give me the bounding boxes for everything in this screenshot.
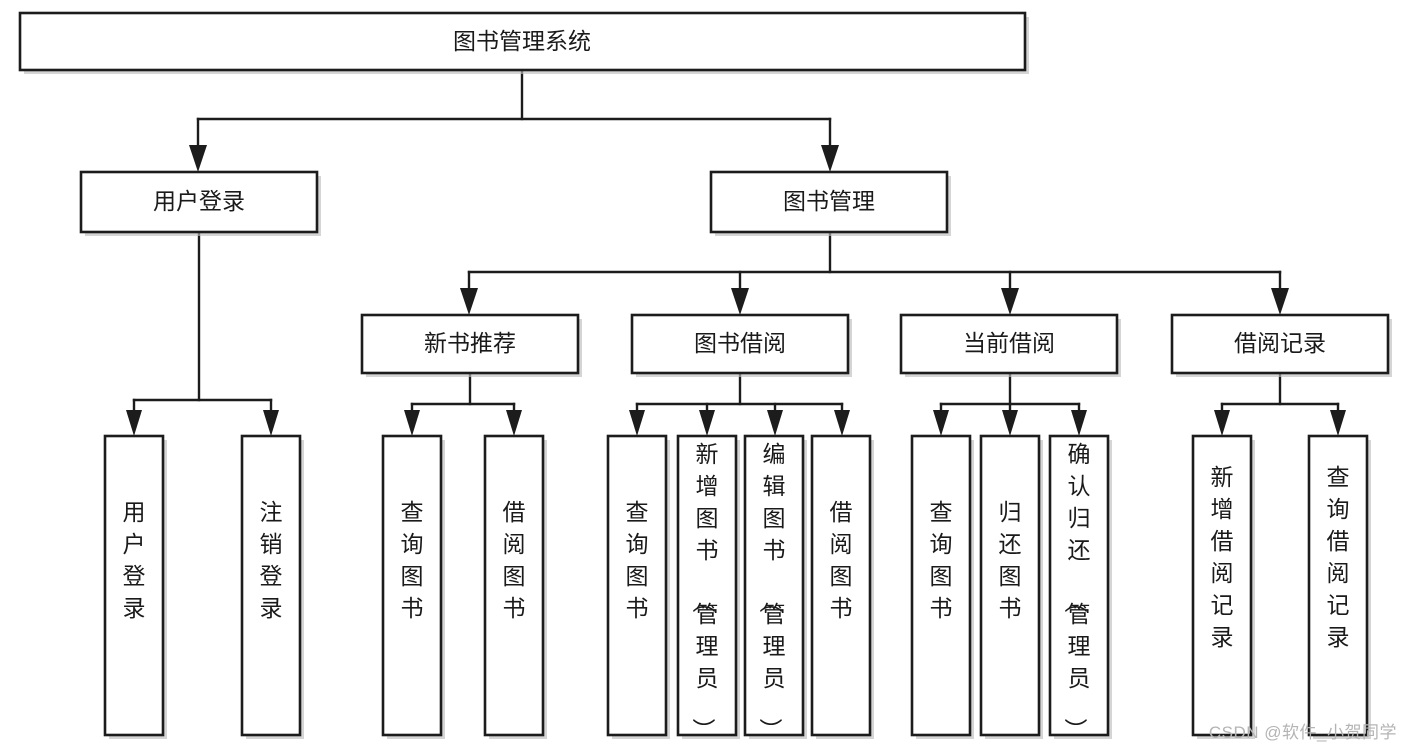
arrow-newbook-leaf-1 — [404, 410, 420, 436]
arrow-newbook-leaf-2 — [506, 410, 522, 436]
arrow-to-book-borrow — [731, 288, 749, 315]
arrow-to-new-book — [460, 288, 478, 315]
arrow-bookborrow-leaf-3 — [767, 410, 783, 436]
leaf-book-borrow-1[interactable]: 查询图书 — [606, 434, 670, 739]
leaf-box — [743, 434, 805, 737]
leaf-label: 借阅图书 — [830, 499, 853, 621]
leaf-box — [606, 434, 668, 737]
book-manage-box — [709, 170, 949, 234]
current-borrow-box — [899, 313, 1119, 375]
leaf-label: 新增图书（管理员） — [691, 441, 719, 741]
leaf-user-login-1[interactable]: 用户登录 — [103, 434, 167, 739]
arrow-borrowrecord-leaf-2 — [1330, 410, 1346, 436]
leaf-current-borrow-3[interactable]: 确认归还（管理员） — [1048, 434, 1112, 741]
new-book-box — [360, 313, 580, 375]
arrow-bookborrow-leaf-1 — [629, 410, 645, 436]
node-current-borrow[interactable]: 当前借阅 — [899, 313, 1121, 377]
leaf-book-borrow-3[interactable]: 编辑图书（管理员） — [743, 434, 807, 741]
leaf-label: 查询图书 — [930, 499, 953, 621]
arrow-currentborrow-leaf-3 — [1071, 410, 1087, 436]
arrow-root-to-book-manage — [821, 145, 839, 172]
book-manage-label: 图书管理 — [783, 188, 875, 214]
leaf-label: 确认归还（管理员） — [1063, 441, 1091, 741]
arrow-bookborrow-leaf-2 — [699, 410, 715, 436]
node-user-login[interactable]: 用户登录 — [79, 170, 321, 236]
leaf-current-borrow-2[interactable]: 归还图书 — [979, 434, 1043, 739]
current-borrow-label: 当前借阅 — [963, 330, 1055, 356]
leaf-box — [910, 434, 972, 737]
leaf-box — [810, 434, 872, 737]
leaf-box — [483, 434, 545, 737]
arrow-bookborrow-leaf-4 — [834, 410, 850, 436]
leaf-new-book-1[interactable]: 查询图书 — [381, 434, 445, 739]
leaf-new-book-2[interactable]: 借阅图书 — [483, 434, 547, 739]
borrow-record-label: 借阅记录 — [1234, 330, 1326, 356]
leaf-box — [103, 434, 165, 737]
leaf-box — [381, 434, 443, 737]
book-borrow-box — [630, 313, 850, 375]
leaf-label: 注销登录 — [260, 499, 283, 621]
leaf-user-login-2[interactable]: 注销登录 — [240, 434, 304, 739]
user-login-box — [79, 170, 319, 234]
leaf-borrow-record-1[interactable]: 新增借阅记录 — [1191, 434, 1255, 739]
leaf-label: 借阅图书 — [503, 499, 526, 621]
node-borrow-record[interactable]: 借阅记录 — [1170, 313, 1392, 377]
user-login-label: 用户登录 — [153, 188, 245, 214]
node-book-manage[interactable]: 图书管理 — [709, 170, 951, 236]
arrow-to-current-borrow — [1001, 288, 1019, 315]
leaf-label: 查询借阅记录 — [1327, 464, 1350, 650]
node-new-book-recommend[interactable]: 新书推荐 — [360, 313, 582, 377]
leaf-box — [240, 434, 302, 737]
leaf-label: 编辑图书（管理员） — [758, 441, 786, 741]
arrow-userlogin-leaf-2 — [263, 410, 279, 436]
leaf-box — [1307, 434, 1369, 737]
arrow-to-borrow-record — [1271, 288, 1289, 315]
leaf-label: 归还图书 — [999, 499, 1022, 621]
arrow-currentborrow-leaf-1 — [933, 410, 949, 436]
leaf-current-borrow-1[interactable]: 查询图书 — [910, 434, 974, 739]
leaf-book-borrow-4[interactable]: 借阅图书 — [810, 434, 874, 739]
borrow-record-box — [1170, 313, 1390, 375]
arrow-root-to-user-login — [189, 145, 207, 172]
leaf-box — [676, 434, 738, 737]
root-box — [18, 11, 1027, 72]
leaf-borrow-record-2[interactable]: 查询借阅记录 — [1307, 434, 1371, 739]
connector-layer — [126, 68, 1346, 436]
csdn-watermark: CSDN @软件_小贺同学 — [1208, 723, 1397, 742]
new-book-label: 新书推荐 — [424, 330, 516, 356]
leaf-box — [1048, 434, 1110, 737]
leaf-label: 查询图书 — [626, 499, 649, 621]
arrow-userlogin-leaf-1 — [126, 410, 142, 436]
node-root-system[interactable]: 图书管理系统 — [18, 11, 1029, 74]
node-book-borrow[interactable]: 图书借阅 — [630, 313, 852, 377]
leaf-label: 查询图书 — [401, 499, 424, 621]
leaf-label: 新增借阅记录 — [1211, 464, 1234, 650]
leaf-label: 用户登录 — [123, 499, 146, 621]
root-label: 图书管理系统 — [453, 28, 591, 54]
leaf-box — [1191, 434, 1253, 737]
arrow-currentborrow-leaf-2 — [1002, 410, 1018, 436]
book-borrow-label: 图书借阅 — [694, 330, 786, 356]
leaf-box — [979, 434, 1041, 737]
arrow-borrowrecord-leaf-1 — [1214, 410, 1230, 436]
leaf-book-borrow-2[interactable]: 新增图书（管理员） — [676, 434, 740, 741]
